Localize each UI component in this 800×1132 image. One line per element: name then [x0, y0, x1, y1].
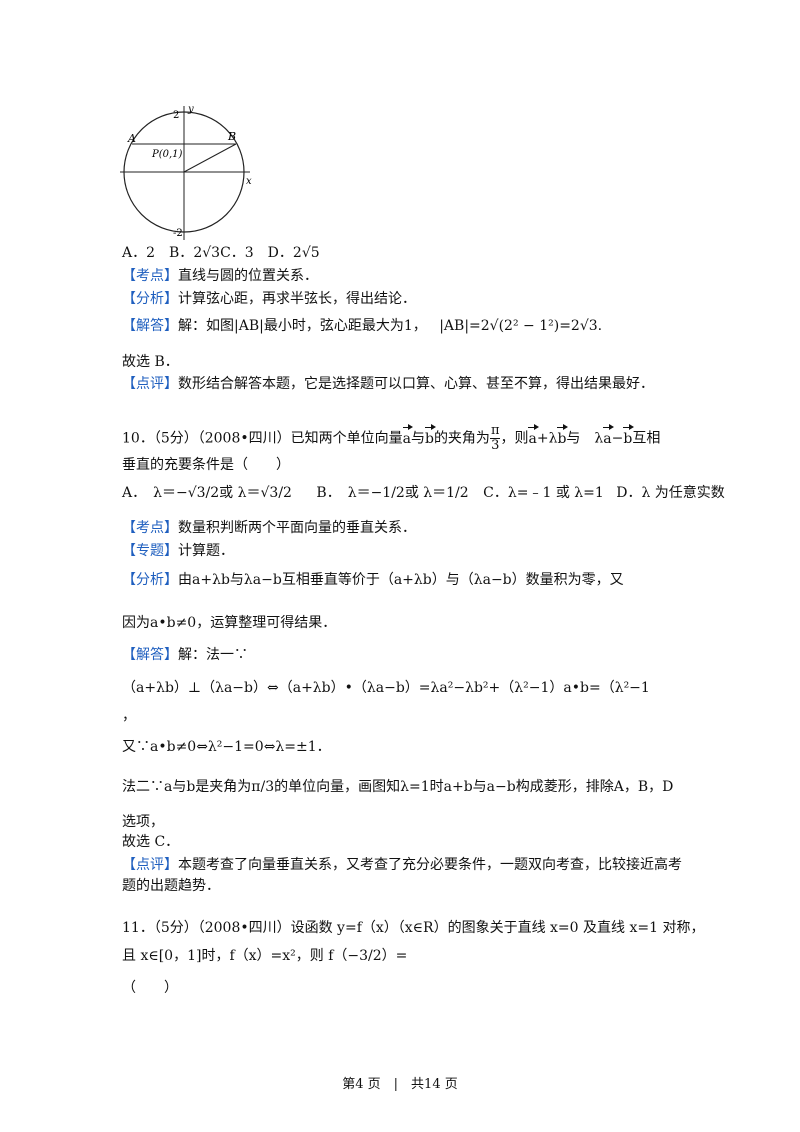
label-2: 2 — [173, 110, 179, 121]
q9-kaodian: 【考点】直线与圆的位置关系． — [122, 268, 318, 284]
label-a: A — [127, 132, 136, 145]
vec-b: b — [424, 423, 436, 449]
q10-options: A． λ＝−√3/2或 λ＝√3/2 B． λ＝−1/2或 λ＝1/2 C．λ=… — [122, 483, 725, 503]
q9-options: A．2 B．2√3C．3 D．2√5 — [122, 245, 320, 261]
radius-to-b — [183, 143, 237, 173]
q10-fenxi-2: 因为a•b≠0，运算整理可得结果． — [122, 615, 337, 631]
label-b: B — [227, 130, 236, 143]
q11-stem-1: 11．（5分）（2008•四川）设函数 y=f（x）（x∈R）的图象关于直线 x… — [122, 920, 705, 936]
q9-dianping: 【点评】数形结合解答本题，它是选择题可以口算、心算、甚至不算，得出结果最好． — [122, 376, 654, 392]
q9-opt-b-value: 2√3 — [193, 245, 221, 261]
page-footer: 第4 页 | 共14 页 — [342, 1077, 458, 1092]
q10-kaodian: 【考点】数量积判断两个平面向量的垂直关系． — [122, 520, 416, 536]
q9-jieda: 【解答】解：如图|AB|最小时，弦心距最大为1， |AB|=2√(2² − 1²… — [122, 318, 603, 334]
q11-stem-2: 且 x∈[0，1]时，f（x）=x²，则 f（−3/2）= — [122, 948, 408, 964]
q10-dianping-2: 题的出题趋势． — [122, 878, 220, 894]
circle-figure: y x 2 -2 A B P(0,1) — [118, 100, 264, 242]
q10-opt-d: D．λ 为任意实数 — [616, 485, 725, 501]
q9-jieda-formula: |AB|=2√(2² − 1²)=2√3. — [439, 318, 603, 334]
label-neg2: -2 — [173, 228, 183, 239]
q10-jieda-1: 【解答】解：法一∵ — [122, 647, 248, 663]
label-y: y — [187, 104, 194, 115]
label-x: x — [246, 176, 252, 187]
q9-opt-d-value: 2√5 — [292, 245, 320, 261]
q11-stem-3: （ ） — [122, 980, 178, 996]
vec-a: a — [402, 423, 414, 449]
q10-fa2-2: 选项， — [122, 814, 164, 830]
q10-opt-c: C．λ=﹣1 或 λ=1 — [483, 485, 604, 501]
q10-guxuan: 故选 C． — [122, 834, 180, 850]
q10-dianping-1: 【点评】本题考查了向量垂直关系，又考查了充分必要条件，一题双向考查，比较接近高考 — [122, 857, 682, 873]
q10-jieda-3: ， — [122, 708, 136, 724]
q10-opt-b: B． λ＝−1/2或 λ＝1/2 — [316, 485, 469, 501]
q10-fenxi-1: 【分析】由a+λb与λa−b互相垂直等价于（a+λb）与（λa−b）数量积为零，… — [122, 572, 624, 588]
q9-guxuan: 故选 B． — [122, 354, 179, 370]
q9-fenxi: 【分析】计算弦心距，再求半弦长，得出结论． — [122, 291, 416, 307]
q10-stem-line2: 垂直的充要条件是（ ） — [122, 457, 290, 473]
q10-jieda-4: 又∵a•b≠0⇔λ²−1=0⇔λ=±1． — [122, 739, 331, 755]
q10-fa2-1: 法二∵a与b是夹角为π/3的单位向量，画图知λ=1时a+b与a−b构成菱形，排除… — [122, 779, 674, 795]
q10-jieda-2: （a+λb）⊥（λa−b）⇔（a+λb）•（λa−b）=λa²−λb²+（λ²−… — [122, 680, 650, 696]
q10-zhuanti: 【专题】计算题． — [122, 543, 234, 559]
label-p: P(0,1) — [151, 149, 183, 160]
q10-opt-a: A． λ＝−√3/2或 λ＝√3/2 — [122, 485, 292, 501]
